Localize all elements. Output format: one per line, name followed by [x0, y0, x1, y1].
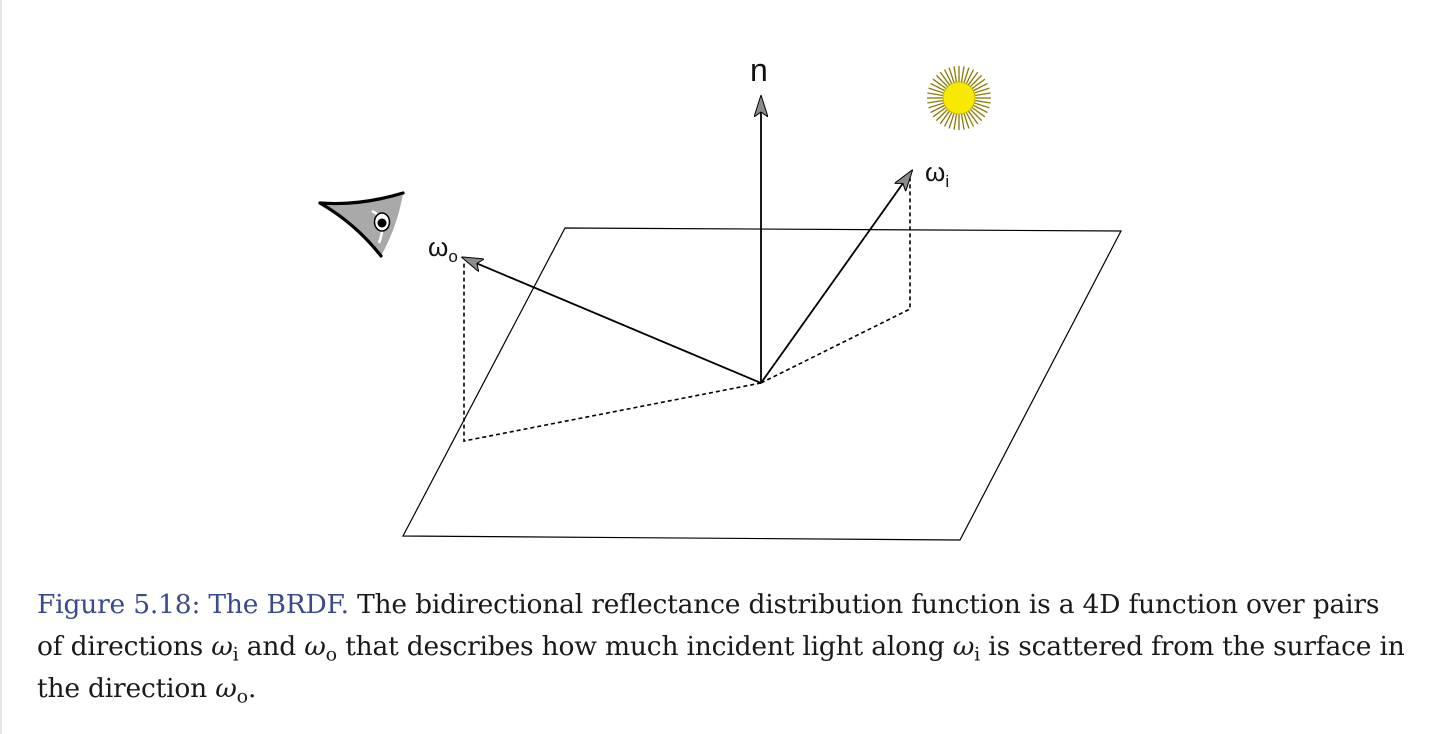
outgoing-projection-dashed: [463, 262, 762, 442]
sun-ray: [960, 66, 965, 83]
sun-ray: [963, 113, 970, 129]
outgoing-omega: ω: [428, 232, 448, 262]
sun-ray: [948, 67, 955, 83]
sun-ray: [927, 99, 944, 104]
caption-text-3: is scattered from the surface in the dir…: [37, 631, 1405, 704]
sun-ray: [972, 82, 988, 92]
sun-ray: [932, 106, 947, 118]
sun-ray: [967, 71, 979, 86]
sun-ray: [974, 102, 990, 109]
figure-label: Figure 5.18: The BRDF.: [37, 589, 349, 620]
incident-vector: [760, 172, 911, 384]
omega-i-math: ωi: [211, 631, 239, 666]
sun-ray: [939, 71, 951, 86]
caption-period: .: [247, 673, 257, 704]
sun-ray: [930, 82, 946, 92]
omega-o-math: ωo: [304, 631, 337, 666]
sun-ray: [972, 104, 988, 114]
sun-ray: [974, 87, 990, 94]
sun-ray: [939, 110, 951, 125]
sun-ray: [932, 78, 947, 90]
sun-ray: [969, 108, 983, 122]
caption-text-2: that describes how much incident light a…: [345, 631, 945, 662]
page-left-rule: [0, 0, 2, 734]
eye-icon: [318, 191, 405, 258]
sun-ray: [953, 66, 958, 83]
sun-ray: [943, 111, 953, 127]
sun-ray: [928, 87, 944, 94]
sun-ray: [930, 104, 946, 114]
surface-plane: [402, 227, 1122, 541]
sun-ray: [974, 92, 991, 97]
sun-ray: [963, 67, 970, 83]
sun-ray: [960, 113, 965, 130]
incident-label: ωi: [925, 157, 949, 191]
sun-ray: [971, 78, 986, 90]
outgoing-vector: [464, 258, 762, 384]
caption-text-1: The bidirectional reflectance distributi…: [37, 589, 1380, 662]
sun-ray: [965, 111, 975, 127]
sun-ray: [943, 69, 953, 85]
incident-subscript: i: [945, 172, 949, 191]
incident-omega: ω: [925, 157, 945, 187]
figure-caption: Figure 5.18: The BRDF. The bidirectional…: [37, 584, 1407, 710]
incident-projection-dashed: [760, 178, 911, 384]
brdf-diagram: n ωi ωo: [318, 52, 1122, 541]
sun-ray: [965, 69, 975, 85]
normal-label: n: [750, 52, 768, 88]
sun-ray: [953, 113, 958, 130]
caption-text-and: and: [246, 631, 296, 662]
sun-ray: [948, 113, 955, 129]
sun-ray: [971, 106, 986, 118]
sun-ray: [974, 99, 991, 104]
outgoing-subscript: o: [448, 247, 457, 266]
sun-ray: [967, 110, 979, 125]
sun-ray: [928, 102, 944, 109]
sun-ray: [935, 74, 949, 88]
omega-o-math-2: ωo: [215, 673, 248, 708]
sun-ray: [927, 92, 944, 97]
outgoing-label: ωo: [428, 232, 458, 266]
sun-ray: [935, 108, 949, 122]
sun-icon: [927, 66, 991, 130]
omega-i-math-2: ωi: [952, 631, 981, 666]
sun-ray: [969, 74, 983, 88]
